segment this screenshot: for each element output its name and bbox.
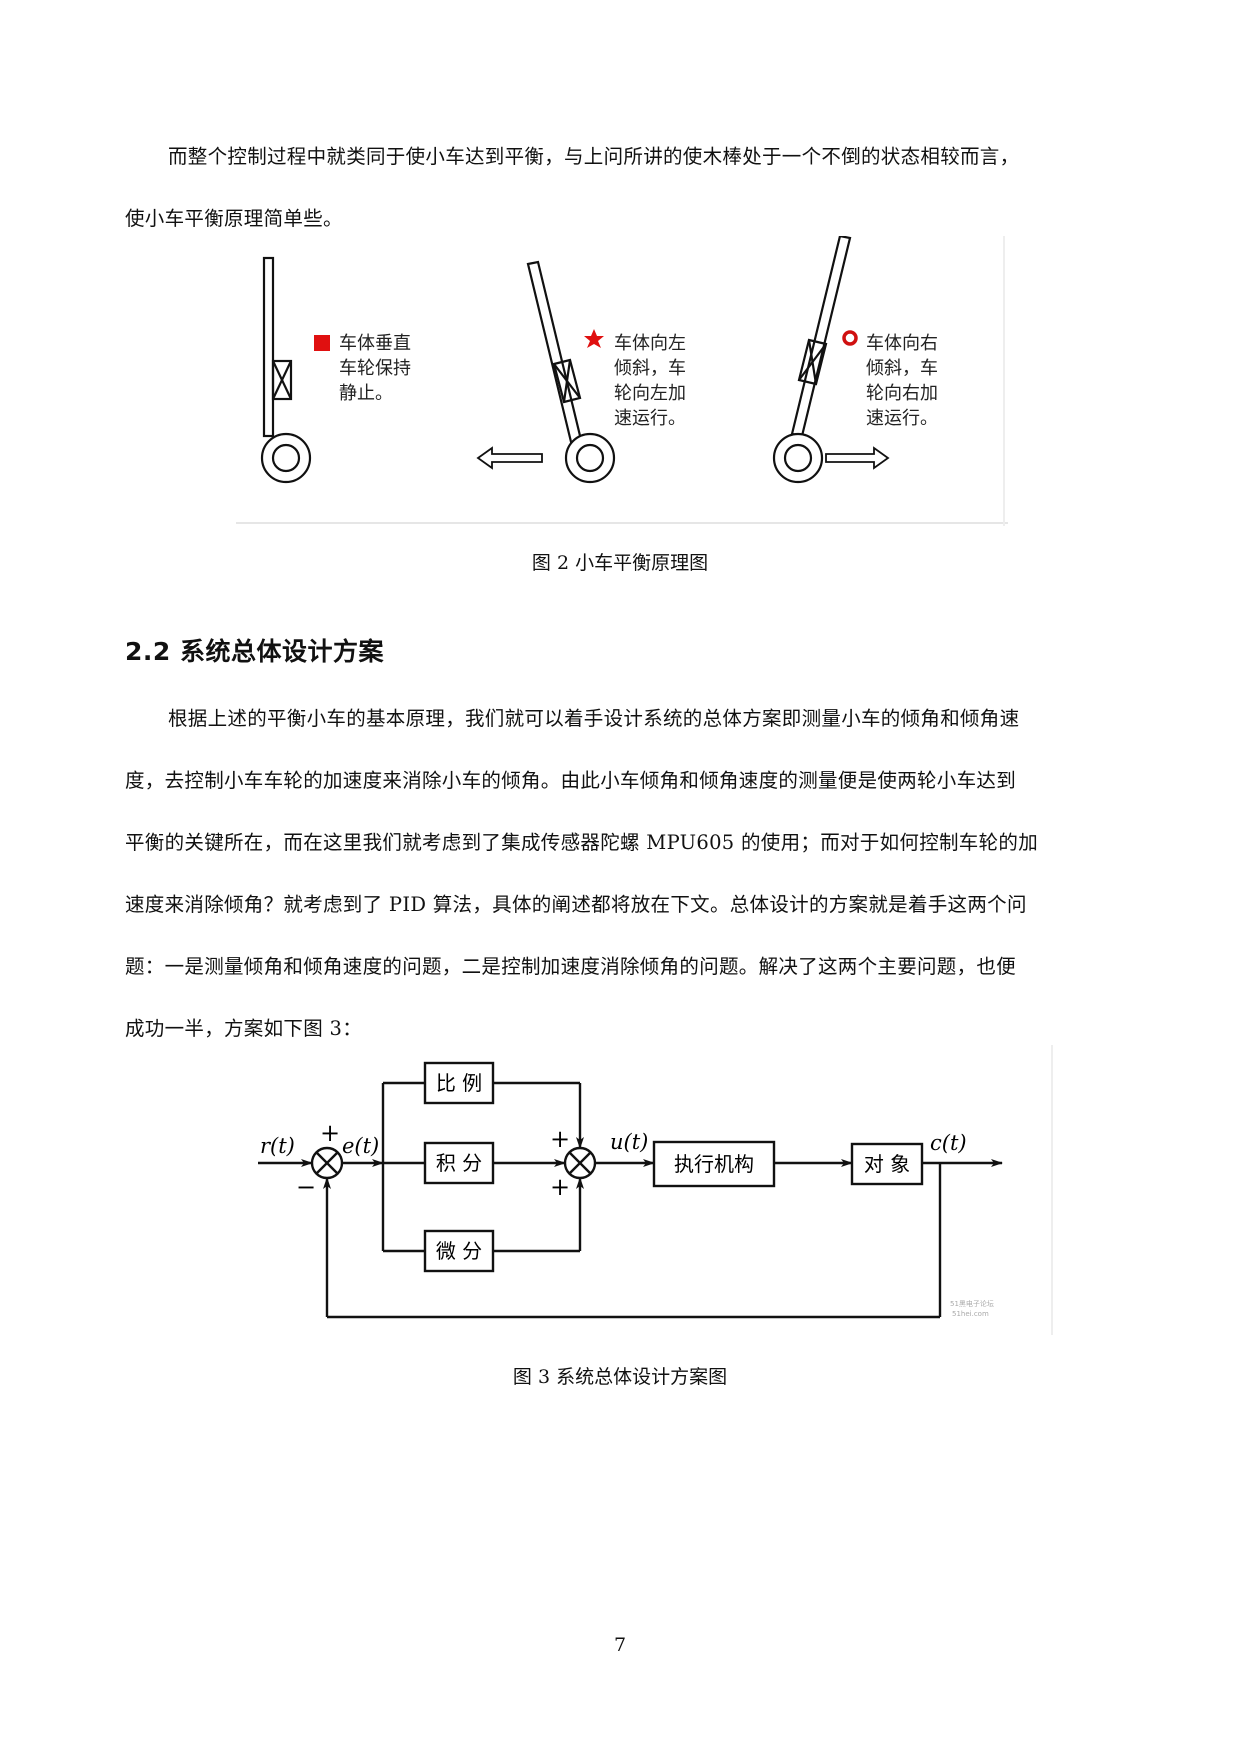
label-derivative: 微 分	[436, 1239, 482, 1263]
sign-sum2-bottom: +	[550, 1173, 570, 1201]
state3-line4: 速运行。	[866, 408, 938, 429]
arrow-left-icon	[476, 446, 543, 470]
cart-tilt-right-icon	[772, 234, 852, 484]
intro-line-1: 而整个控制过程中就类同于使小车达到平衡，与上问所讲的使木棒处于一个不倒的状态相较…	[168, 145, 1020, 168]
section-line-1: 根据上述的平衡小车的基本原理，我们就可以着手设计系统的总体方案即测量小车的倾角和…	[168, 707, 1020, 730]
signal-c: c(t)	[930, 1131, 967, 1155]
section-line-4: 速度来消除倾角？就考虑到了 PID 算法，具体的阐述都将放在下文。总体设计的方案…	[125, 893, 1027, 916]
signal-u: u(t)	[610, 1130, 648, 1154]
section-line-5: 题：一是测量倾角和倾角速度的问题，二是控制加速度消除倾角的问题。解决了这两个主要…	[125, 955, 1017, 978]
cart-illustration: 车体垂直 车轮保持 静止。 车体向左 倾斜，车 轮向左加 速运行。	[236, 234, 1008, 526]
watermark-line-2: 51hei.com	[952, 1310, 989, 1318]
state1-line2: 车轮保持	[339, 358, 411, 379]
red-ring-icon	[842, 330, 858, 346]
signal-r: r(t)	[260, 1134, 295, 1158]
figure-3-pid-diagram: r(t) e(t) u(t) c(t) + − + + 比 例 积 分 微 分 …	[240, 1045, 1060, 1335]
state3-line1: 车体向右	[866, 333, 938, 354]
section-line-3: 平衡的关键所在，而在这里我们就考虑到了集成传感器陀螺 MPU605 的使用；而对…	[125, 831, 1038, 854]
arrow-right-icon	[825, 446, 890, 470]
state1-line1: 车体垂直	[339, 333, 411, 354]
cart-upright-icon	[260, 256, 312, 484]
state2-line1: 车体向左	[614, 333, 686, 354]
intro-paragraph: 而整个控制过程中就类同于使小车达到平衡，与上问所讲的使木棒处于一个不倒的状态相较…	[125, 126, 1117, 250]
red-square-icon	[314, 335, 330, 351]
sign-sum2-top: +	[550, 1125, 570, 1153]
section-heading: 2.2 系统总体设计方案	[125, 637, 384, 666]
block-proportional	[423, 1061, 495, 1105]
signal-e: e(t)	[342, 1134, 379, 1158]
state1-line3: 静止。	[339, 383, 393, 404]
figure-2-balance-principle: 车体垂直 车轮保持 静止。 车体向左 倾斜，车 轮向左加 速运行。	[236, 234, 1008, 526]
state2-line4: 速运行。	[614, 408, 686, 429]
state3-line3: 轮向右加	[866, 383, 938, 404]
state2-line2: 倾斜，车	[614, 358, 686, 379]
sign-sum1-top: +	[320, 1119, 340, 1147]
block-integral	[423, 1141, 495, 1185]
sign-sum1-bottom: −	[296, 1173, 316, 1201]
label-plant: 对 象	[864, 1152, 910, 1176]
state2-line3: 轮向左加	[614, 383, 686, 404]
section-paragraph: 根据上述的平衡小车的基本原理，我们就可以着手设计系统的总体方案即测量小车的倾角和…	[125, 688, 1117, 1060]
label-integral: 积 分	[436, 1151, 482, 1175]
label-actuator: 执行机构	[674, 1152, 754, 1176]
section-line-2: 度，去控制小车车轮的加速度来消除小车的倾角。由此小车倾角和倾角速度的测量便是使两…	[125, 769, 1017, 792]
label-proportional: 比 例	[436, 1071, 482, 1095]
red-star-icon	[584, 329, 604, 348]
cart-tilt-left-icon	[526, 260, 616, 484]
pid-block-diagram: r(t) e(t) u(t) c(t) + − + + 比 例 积 分 微 分 …	[258, 1045, 1053, 1335]
state3-line2: 倾斜，车	[866, 358, 938, 379]
figure-2-caption: 图 2 小车平衡原理图	[531, 552, 709, 574]
watermark-line-1: 51黑电子论坛	[950, 1299, 994, 1308]
section-line-6: 成功一半，方案如下图 3：	[125, 1017, 363, 1040]
intro-line-2: 使小车平衡原理简单些。	[125, 207, 343, 230]
block-plant	[850, 1142, 924, 1186]
figure-3-caption: 图 3 系统总体设计方案图	[512, 1366, 728, 1388]
page-number: 7	[613, 1634, 627, 1656]
